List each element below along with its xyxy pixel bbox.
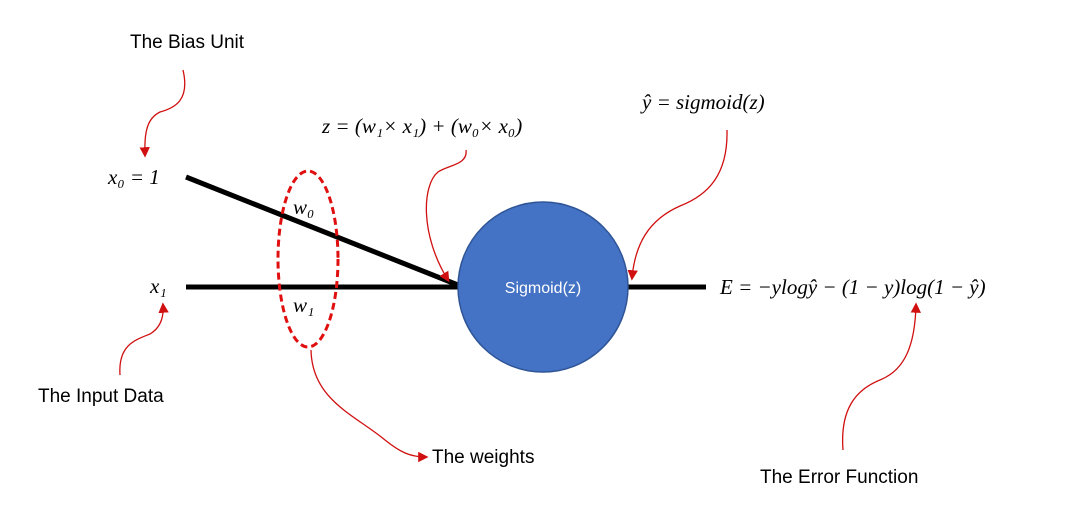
error-function-label: The Error Function (760, 467, 918, 488)
input-arrow (119, 302, 169, 376)
w1-label: w₁ (293, 293, 314, 317)
bias-arrow (139, 69, 186, 158)
sigmoid-node (457, 201, 629, 373)
yhat-arrow (627, 129, 728, 281)
weights-arrow (310, 349, 429, 463)
bias-unit-label: The Bias Unit (130, 32, 245, 53)
error-equation: E = −ylogŷ − (1 − y)log(1 − ŷ) (719, 275, 986, 299)
w0-label: w₀ (293, 195, 314, 219)
z-arrow (425, 149, 467, 283)
x1-label: x₁ (149, 274, 167, 298)
x0-equation: x₀ = 1 (107, 165, 160, 189)
input-data-label: The Input Data (38, 386, 164, 407)
z-equation: z = (w₁× x₁) + (w₀× x₀) (321, 114, 522, 138)
sigmoid-node-label: Sigmoid(z) (505, 280, 581, 297)
yhat-equation: ŷ = sigmoid(z) (640, 90, 765, 114)
error-arrow (841, 302, 922, 451)
weights-label: The weights (432, 447, 534, 468)
weights-ellipse (276, 169, 340, 349)
bias-wire (185, 174, 459, 288)
